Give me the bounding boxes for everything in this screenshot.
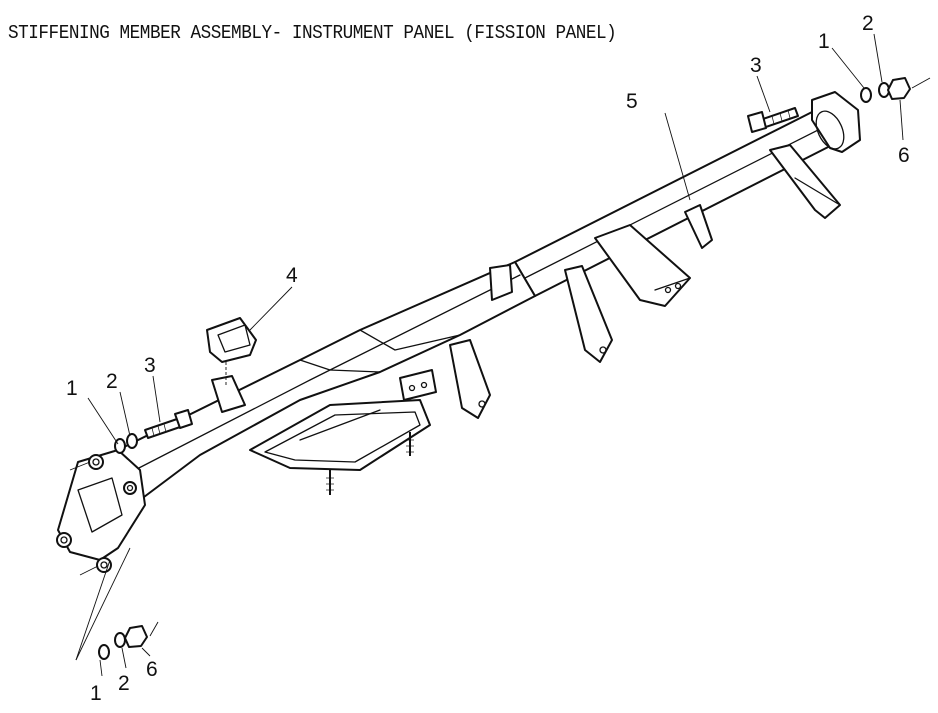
callout-labels: 1 2 3 4 5 3 1 2 6 1 2 6 <box>66 12 910 705</box>
callout-2-left: 2 <box>106 370 118 393</box>
callout-3-right: 3 <box>750 54 762 77</box>
hanging-brackets <box>211 144 841 419</box>
left-end-bracket <box>56 449 146 573</box>
center-tray-brace <box>249 399 431 495</box>
fasteners-left-bottom <box>98 625 148 660</box>
leader-lines <box>69 33 931 677</box>
callout-6-bottom: 6 <box>146 658 158 681</box>
callout-5: 5 <box>626 90 638 113</box>
fasteners-right-top <box>747 77 911 133</box>
stiffening-member-beam <box>117 91 861 501</box>
callout-3-left: 3 <box>144 354 156 377</box>
callout-2-bottom: 2 <box>118 672 130 695</box>
diagram-title: STIFFENING MEMBER ASSEMBLY- INSTRUMENT P… <box>8 22 617 44</box>
callout-1-right: 1 <box>818 30 830 53</box>
callout-1-bottom: 1 <box>90 682 102 705</box>
callout-4: 4 <box>286 264 298 287</box>
bracket-part-4 <box>206 317 257 385</box>
fasteners-left-top <box>114 409 193 454</box>
callout-2-right: 2 <box>862 12 874 35</box>
callout-1-left: 1 <box>66 377 78 400</box>
callout-6-right: 6 <box>898 144 910 167</box>
